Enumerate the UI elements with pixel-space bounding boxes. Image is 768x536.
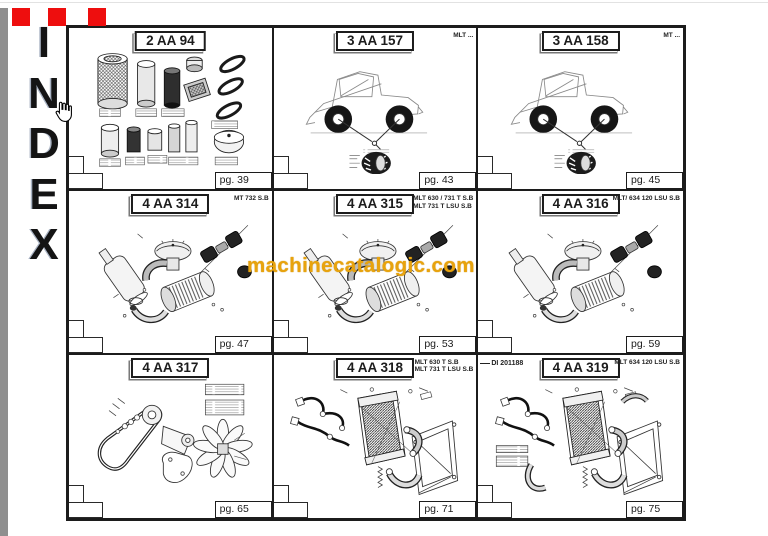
model-applicability-label: MT 732 S.B — [233, 195, 269, 203]
part-code-label[interactable]: 2 AA 94 — [135, 31, 206, 51]
page-number-label[interactable]: pg. 65 — [214, 500, 272, 518]
corner-note-box — [478, 484, 494, 503]
page-number-label[interactable]: pg. 75 — [626, 500, 683, 518]
model-applicability-label: MLT 634 120 LSU S.B — [614, 358, 680, 366]
corner-note-box — [69, 319, 84, 338]
telehandler-tire-illustration — [480, 45, 681, 174]
drawing-reference-label: DI 201188 — [480, 360, 523, 367]
part-code-label[interactable]: 4 AA 315 — [335, 194, 414, 215]
part-code-label[interactable]: 4 AA 314 — [131, 194, 210, 215]
index-cell-4aa319[interactable]: DI 201188 4 AA 319 MLT 634 120 LSU S.B p… — [478, 355, 683, 518]
corner-note-box — [273, 173, 308, 190]
callout-dash — [480, 362, 491, 364]
corner-note-box — [478, 501, 513, 518]
corner-note-box — [273, 501, 308, 518]
filters-and-belts-illustration — [71, 45, 270, 174]
radiator-cooling-illustration — [480, 372, 681, 503]
hand-tool-cursor-icon — [55, 101, 72, 122]
part-code-label[interactable]: 4 AA 316 — [541, 194, 620, 215]
index-cell-3aa158[interactable]: 3 AA 158 MT ... pg. 45 — [478, 28, 683, 192]
corner-note-box — [69, 336, 103, 353]
page-number-label[interactable]: pg. 39 — [214, 172, 272, 190]
part-code-label[interactable]: 3 AA 158 — [541, 31, 620, 51]
index-cell-2aa94[interactable]: 2 AA 94 pg. 39 — [69, 28, 274, 192]
page-number-label[interactable]: pg. 47 — [214, 335, 272, 353]
part-code-label[interactable]: 4 AA 318 — [335, 357, 414, 378]
red-marker-square-2 — [48, 8, 66, 26]
index-grid: 2 AA 94 pg. 39 3 AA 157 MLT ... pg. 43 3… — [66, 25, 686, 521]
model-applicability-label: MLT/ 634 120 LSU S.B — [612, 195, 680, 203]
fan-belt-pulleys-illustration — [71, 372, 270, 503]
corner-note-box — [69, 501, 103, 518]
index-letter: D — [28, 119, 60, 168]
corner-note-box — [478, 156, 494, 175]
model-applicability-label: MT ... — [663, 32, 680, 39]
corner-note-box — [273, 319, 289, 338]
index-cell-3aa157[interactable]: 3 AA 157 MLT ... pg. 43 — [273, 28, 479, 192]
corner-note-box — [273, 156, 289, 175]
index-letter: N — [28, 68, 60, 118]
corner-note-box — [69, 173, 103, 190]
red-marker-square-3 — [88, 8, 106, 26]
index-cell-4aa317[interactable]: 4 AA 317 pg. 65 — [69, 354, 274, 518]
page-number-label[interactable]: pg. 71 — [419, 500, 477, 518]
corner-note-box — [69, 156, 84, 175]
page-number-label[interactable]: pg. 43 — [419, 172, 477, 190]
page-number-label[interactable]: pg. 59 — [626, 335, 683, 353]
top-hairline — [0, 2, 768, 3]
corner-note-box — [478, 319, 494, 338]
telehandler-tire-illustration — [276, 45, 475, 174]
page-edge-strip — [0, 8, 8, 536]
page-number-label[interactable]: pg. 53 — [419, 335, 477, 353]
watermark-text: machinecatalogic.com — [247, 254, 475, 277]
air-filter-exhaust-illustration — [480, 208, 681, 337]
part-code-label[interactable]: 3 AA 157 — [335, 31, 414, 51]
page-number-label[interactable]: pg. 45 — [626, 172, 683, 190]
index-letter: I — [37, 18, 51, 67]
corner-note-box — [478, 173, 513, 190]
index-cell-4aa314[interactable]: 4 AA 314 MT 732 S.B pg. 47 — [69, 191, 274, 355]
corner-note-box — [478, 336, 513, 353]
index-letter: X — [29, 220, 59, 269]
red-marker-square-1 — [12, 8, 30, 26]
index-cell-4aa316[interactable]: 4 AA 316 MLT/ 634 120 LSU S.B pg. 59 — [478, 191, 683, 355]
part-code-label[interactable]: 4 AA 319 — [541, 357, 620, 378]
model-applicability-label: MLT ... — [453, 32, 474, 39]
radiator-cooling-illustration — [276, 372, 475, 503]
index-letter: E — [29, 169, 59, 219]
corner-note-box — [273, 484, 289, 503]
part-code-label[interactable]: 4 AA 317 — [131, 357, 210, 378]
corner-note-box — [69, 484, 84, 503]
index-vertical-title: I N D E X — [24, 18, 64, 271]
corner-note-box — [273, 336, 308, 353]
air-filter-exhaust-illustration — [71, 208, 270, 337]
